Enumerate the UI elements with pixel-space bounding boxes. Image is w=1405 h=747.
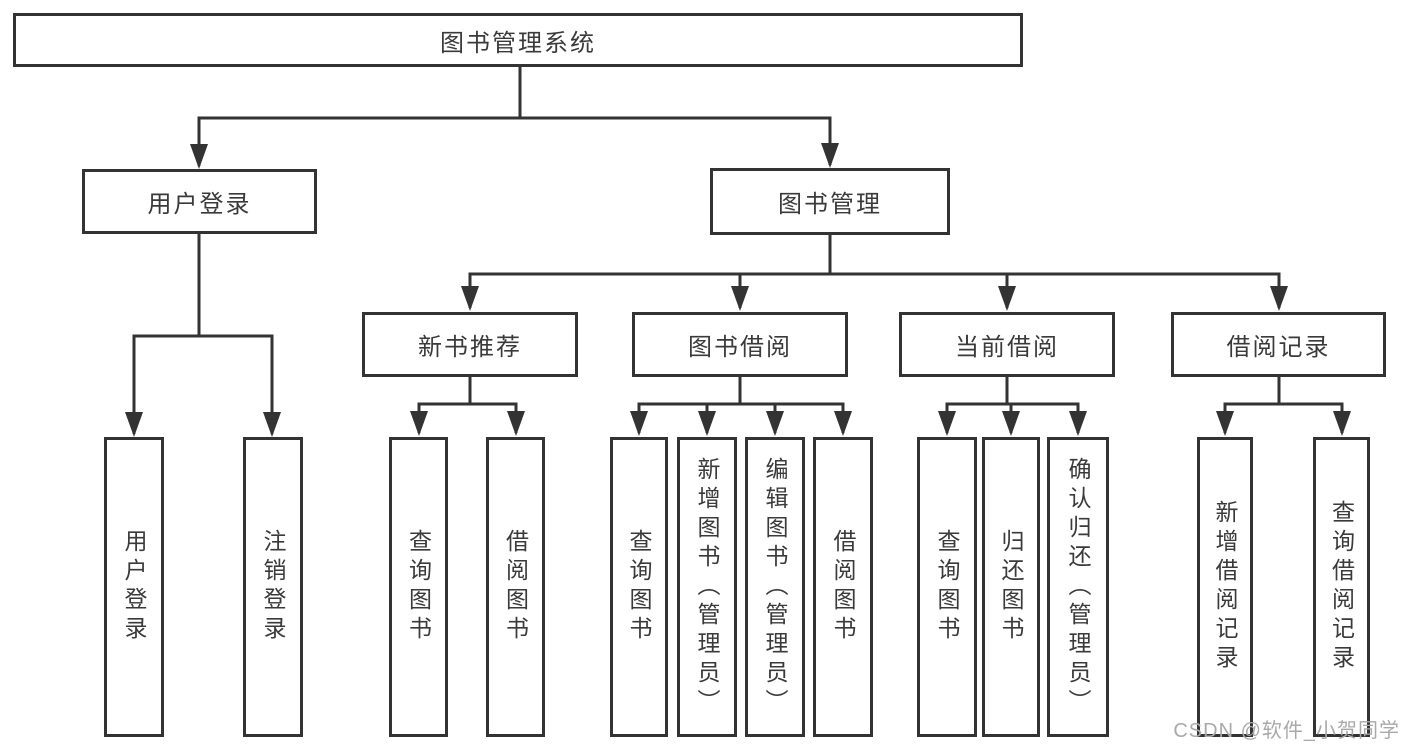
leaf-confirm-return-admin: 确认归还（管理员）	[1047, 437, 1109, 737]
leaf-return-book: 归还图书	[982, 437, 1040, 737]
leaf-query-borrow-record: 查询借阅记录	[1313, 437, 1370, 737]
connector-current-children	[938, 375, 1087, 436]
csdn-watermark: CSDN @软件_小贺同学	[1173, 720, 1400, 742]
node-user-login: 用户登录	[82, 169, 317, 234]
leaf-borrow-books: 借阅图书	[813, 437, 873, 737]
node-root-system: 图书管理系统	[13, 13, 1023, 67]
connector-user-login-children	[125, 232, 281, 437]
connector-book-mgmt-children	[461, 233, 1288, 311]
leaf-logout: 注销登录	[243, 437, 303, 737]
leaf-user-login: 用户登录	[104, 437, 164, 737]
connector-root-to-level2	[190, 66, 839, 169]
connector-records-children	[1216, 375, 1351, 436]
leaf-add-book-admin: 新增图书（管理员）	[677, 437, 737, 737]
connector-borrow-children	[630, 375, 852, 436]
node-book-management: 图书管理	[710, 168, 950, 235]
leaf-query-books-borrow: 查询图书	[610, 437, 668, 737]
node-current-borrow: 当前借阅	[899, 312, 1115, 377]
node-borrow-records: 借阅记录	[1171, 312, 1386, 377]
connector-newbook-children	[410, 375, 525, 436]
leaf-borrow-books-recommend: 借阅图书	[486, 437, 545, 737]
node-book-borrow: 图书借阅	[632, 312, 848, 377]
leaf-add-borrow-record: 新增借阅记录	[1197, 437, 1253, 737]
leaf-query-books-recommend: 查询图书	[389, 437, 448, 737]
leaf-edit-book-admin: 编辑图书（管理员）	[745, 437, 805, 737]
leaf-query-books-current: 查询图书	[917, 437, 977, 737]
node-new-book-recommend: 新书推荐	[362, 312, 578, 377]
